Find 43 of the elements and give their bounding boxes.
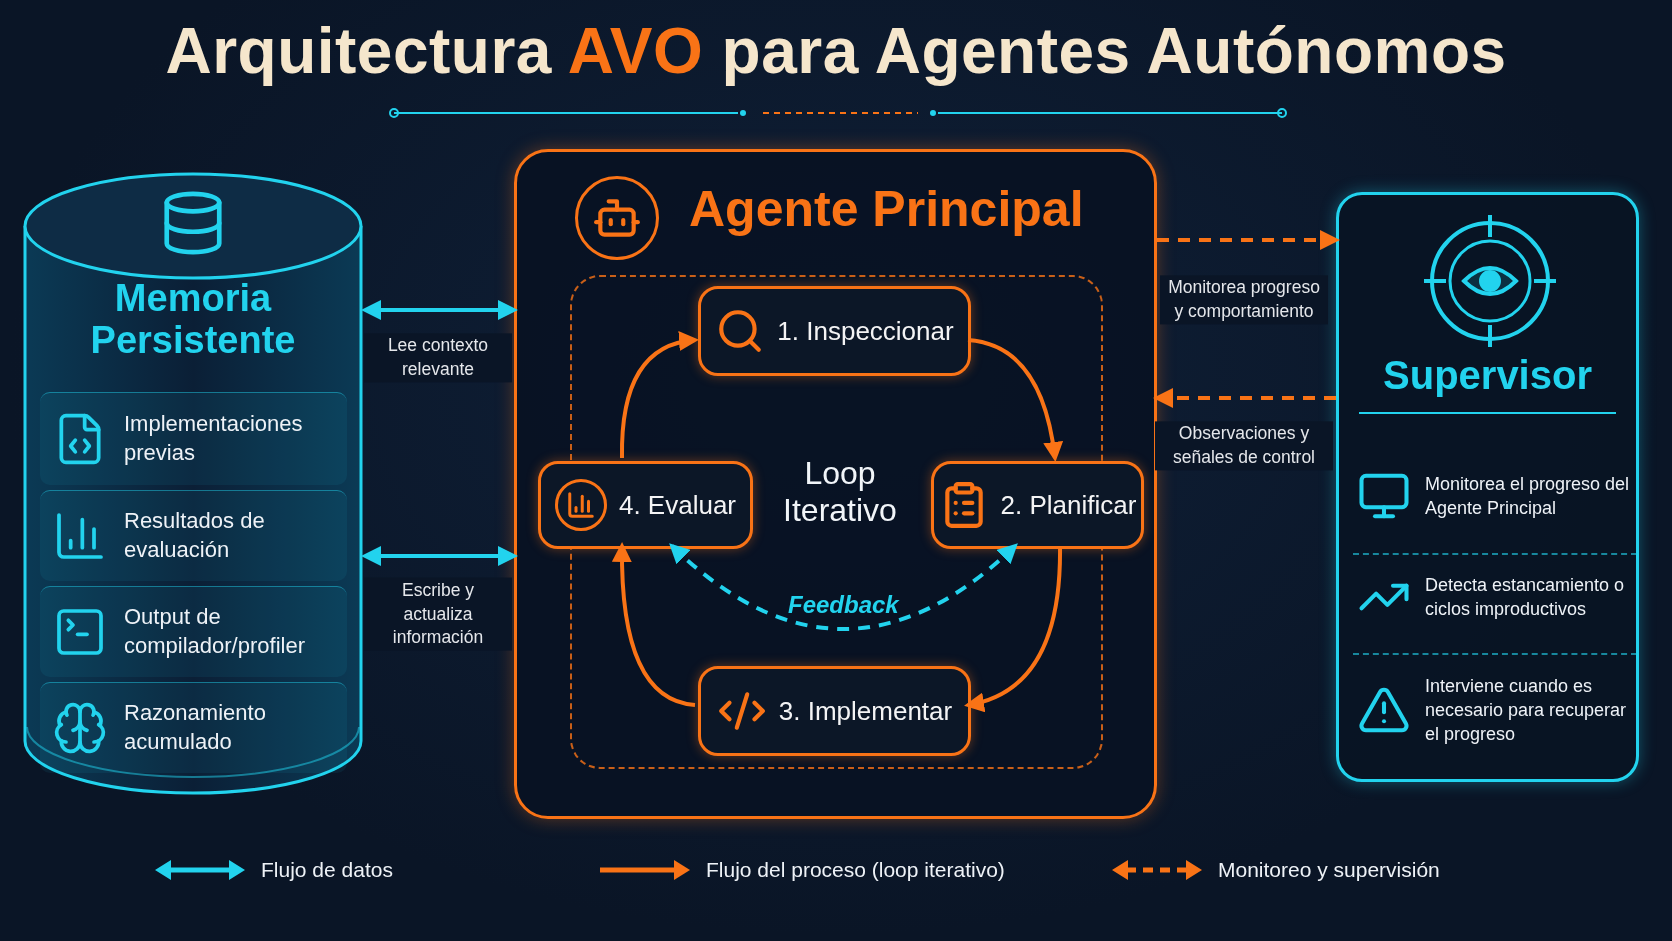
edge-label: Feedback xyxy=(787,589,900,620)
supervisor-item-text: Interviene cuando es necesario para recuperar el progreso xyxy=(1425,674,1628,747)
supervisor-panel xyxy=(1336,192,1639,782)
center-label: Loop Iterativo xyxy=(782,455,898,529)
dashed-arrow xyxy=(1157,230,1340,250)
memory-item-panel xyxy=(40,586,347,677)
step-box xyxy=(698,286,971,376)
dashed-arrow xyxy=(1153,388,1336,408)
arrow xyxy=(967,338,1063,462)
step-label: 4. Evaluar xyxy=(618,489,737,521)
arrow xyxy=(620,332,699,458)
memory-item-text: Output de compilador/profiler xyxy=(124,603,306,660)
panel-title: Agente Principal xyxy=(689,180,1084,238)
supervisor-item-text: Monitorea el progreso del Agente Principal xyxy=(1425,472,1631,520)
step-box xyxy=(538,461,753,549)
step-label: 1. Inspeccionar xyxy=(777,315,954,347)
legend-text: Flujo de datos xyxy=(261,858,393,882)
memory-item-panel xyxy=(40,490,347,581)
diagram-title: Arquitectura AVO para Agentes Autónomos xyxy=(164,14,1508,88)
step-label: 3. Implementar xyxy=(778,695,953,727)
memory-item-text: Implementaciones previas xyxy=(124,410,304,467)
agent-panel xyxy=(514,149,1157,819)
arrow xyxy=(361,300,518,320)
memory-item-panel xyxy=(40,392,347,485)
edge-label: Lee contexto relevante xyxy=(364,333,512,383)
database-cylinder xyxy=(21,170,365,797)
dashed-arrow xyxy=(669,543,1018,631)
panel-title: Supervisor xyxy=(1382,353,1593,398)
supervisor-item-text: Detecta estancamiento o ciclos improductivos xyxy=(1425,573,1626,621)
arrow xyxy=(361,546,518,566)
memory-item-text: Razonamiento acumulado xyxy=(124,699,267,756)
edge-label: Observaciones y señales de control xyxy=(1155,421,1333,471)
legend-text: Flujo del proceso (loop iterativo) xyxy=(706,858,1005,882)
edge-label: Escribe y actualiza información xyxy=(364,577,512,651)
step-label: 2. Planificar xyxy=(1000,489,1137,521)
arrow xyxy=(612,542,696,707)
legend-text: Monitoreo y supervisión xyxy=(1218,858,1440,882)
memory-item-text: Resultados de evaluación xyxy=(124,507,266,564)
step-box xyxy=(931,461,1144,549)
step-box xyxy=(698,666,971,756)
cylinder-title: Memoria Persistente xyxy=(89,278,297,362)
memory-item-panel xyxy=(40,682,347,773)
edge-label: Monitorea progreso y comportamiento xyxy=(1160,275,1328,325)
